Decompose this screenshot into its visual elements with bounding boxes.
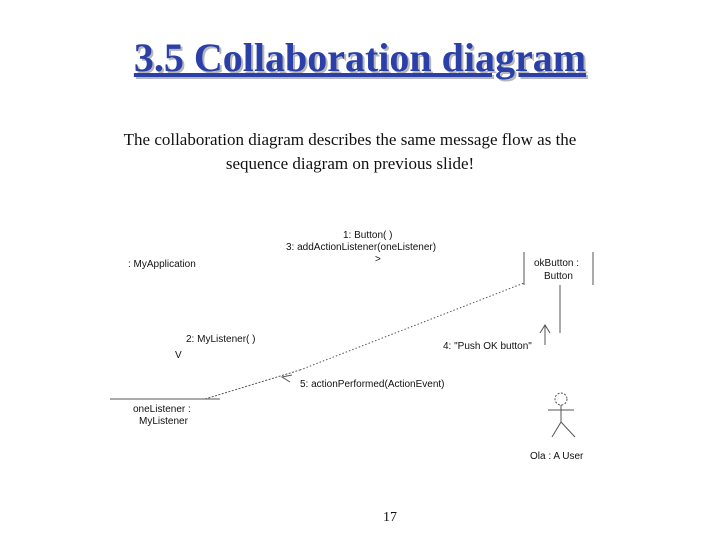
page-number: 17 (383, 510, 397, 525)
slide-subtitle: The collaboration diagram describes the … (30, 128, 670, 176)
message-4-label: 4: "Push OK button" (443, 341, 532, 352)
one-listener-label-2: MyListener (139, 416, 189, 427)
message-1-3-arrow: > (375, 254, 381, 265)
link-to-ok-button (299, 282, 525, 371)
my-application-object: : MyApplication (128, 259, 196, 270)
message-5-arrow-head (280, 374, 293, 383)
actor-label: Ola : A User (530, 451, 584, 462)
message-2-label: 2: MyListener( ) (186, 334, 255, 345)
ok-button-label-2: Button (544, 271, 573, 282)
actor-stick-figure-icon (548, 392, 576, 438)
slide-title: 3.5 Collaboration diagram (133, 35, 587, 80)
message-4-arrow-head (539, 324, 551, 334)
message-3-label: 3: addActionListener(oneListener) (286, 242, 436, 253)
subtitle-line-1: The collaboration diagram describes the … (123, 130, 577, 149)
subtitle-line-2: sequence diagram on previous slide! (225, 154, 475, 173)
link-to-one-listener (204, 369, 301, 400)
message-5-label: 5: actionPerformed(ActionEvent) (300, 379, 445, 390)
message-1-label: 1: Button( ) (343, 230, 392, 241)
message-2-arrow: V (175, 350, 182, 361)
one-listener-label-1: oneListener : (133, 404, 191, 415)
ok-button-label-1: okButton : (534, 258, 579, 269)
